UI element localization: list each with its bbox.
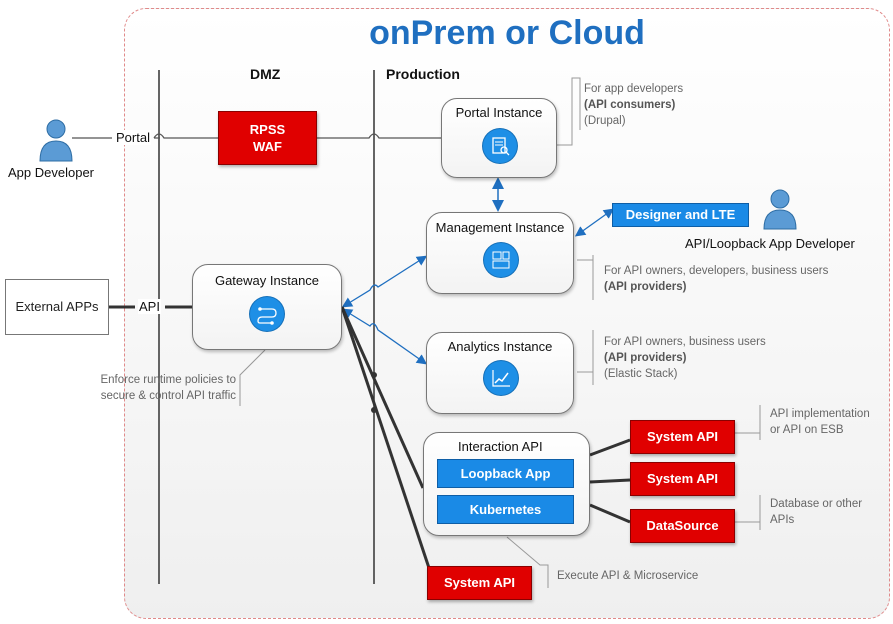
diagram-title: onPrem or Cloud — [369, 14, 645, 52]
datasource-box[interactable]: DataSource — [630, 509, 735, 543]
gateway-icon — [250, 297, 284, 331]
api-developer-person-icon — [762, 187, 802, 233]
portal-note: For app developers (API consumers) (Drup… — [584, 83, 684, 127]
app-developer-person-icon — [38, 117, 78, 163]
loopback-app-box[interactable]: Loopback App — [437, 459, 574, 488]
analytics-instance-node[interactable]: Analytics Instance — [426, 332, 574, 414]
portal-instance-label: Portal Instance — [455, 105, 543, 120]
designer-lte-box[interactable]: Designer and LTE — [612, 203, 749, 227]
system-api-box-bottom[interactable]: System API — [427, 566, 532, 600]
gateway-instance-label: Gateway Instance — [214, 273, 320, 288]
api-developer-label: API/Loopback App Developer — [685, 236, 855, 251]
system-api-note: API implementation or API on ESB — [770, 408, 870, 436]
analytics-note: For API owners, business users (API prov… — [604, 336, 766, 380]
interaction-api-label: Interaction API — [458, 439, 543, 454]
system-api-box-1[interactable]: System API — [630, 420, 735, 454]
api-edge-label: API — [138, 299, 161, 314]
interaction-note: Execute API & Microservice — [557, 570, 699, 582]
management-note: For API owners, developers, business use… — [604, 265, 829, 293]
app-developer-label: App Developer — [8, 165, 94, 180]
portal-edge-label: Portal — [115, 130, 151, 145]
system-api-box-2[interactable]: System API — [630, 462, 735, 496]
management-instance-label: Management Instance — [435, 220, 565, 235]
analytics-chart-icon — [484, 361, 518, 395]
datasource-note: Database or other APIs — [770, 498, 863, 526]
rpss-waf-box[interactable]: RPSS WAF — [218, 111, 317, 165]
portal-icon — [483, 129, 517, 163]
analytics-instance-label: Analytics Instance — [447, 339, 553, 354]
management-instance-node[interactable]: Management Instance — [426, 212, 574, 294]
waf-line1: RPSS — [249, 122, 286, 137]
kubernetes-box[interactable]: Kubernetes — [437, 495, 574, 524]
waf-line2: WAF — [253, 139, 282, 154]
gateway-note: Enforce runtime policies to secure & con… — [100, 374, 236, 402]
external-apps-box[interactable]: External APPs — [5, 279, 109, 335]
portal-instance-node[interactable]: Portal Instance — [441, 98, 557, 178]
gateway-instance-node[interactable]: Gateway Instance — [192, 264, 342, 350]
management-icon — [484, 243, 518, 277]
zone-dmz-label: DMZ — [250, 66, 281, 82]
zone-production-label: Production — [386, 66, 460, 82]
